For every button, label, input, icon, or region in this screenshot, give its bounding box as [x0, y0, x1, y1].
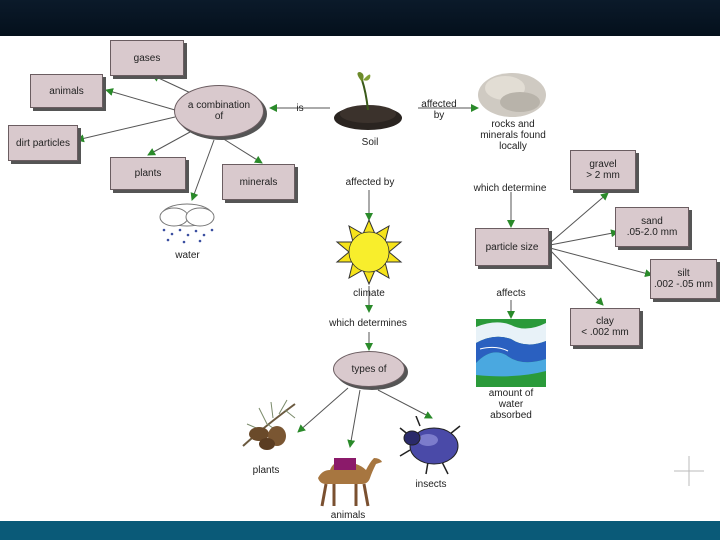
seedling-icon — [334, 72, 402, 130]
node-clay: clay < .002 mm — [570, 308, 640, 346]
label-amount-water: amount of water absorbed — [488, 388, 534, 421]
rock-icon — [478, 73, 546, 117]
node-dirt-particles: dirt particles — [8, 125, 78, 161]
node-sand: sand .05-2.0 mm — [615, 207, 689, 247]
slide-bottom-bar — [0, 521, 720, 540]
cloud-rain-icon — [159, 203, 215, 244]
node-particle-size: particle size — [475, 228, 549, 266]
node-types-of: types of — [333, 351, 405, 387]
node-silt: silt .002 -.05 mm — [650, 259, 717, 299]
sun-icon — [335, 218, 403, 286]
beetle-icon — [399, 416, 461, 475]
label-affects: affects — [496, 288, 526, 299]
node-gases: gases — [110, 40, 184, 76]
node-minerals: minerals — [222, 164, 295, 200]
label-animals-img: animals — [330, 510, 366, 521]
label-is: is — [296, 103, 304, 114]
label-water: water — [175, 250, 200, 261]
node-animals-box: animals — [30, 74, 103, 108]
node-gravel: gravel > 2 mm — [570, 150, 636, 190]
crosshair-icon — [674, 456, 704, 486]
label-affected-by-mid: affected by — [345, 177, 395, 188]
river-landscape-icon — [476, 319, 546, 387]
label-which-determine: which determine — [473, 183, 547, 194]
camel-icon — [318, 458, 382, 507]
label-insects: insects — [415, 479, 447, 490]
label-soil: Soil — [361, 137, 379, 148]
label-climate: climate — [353, 288, 385, 299]
pine-branch-icon — [242, 399, 296, 450]
label-which-determines: which determines — [329, 318, 407, 329]
label-rocks: rocks and minerals found locally — [480, 119, 546, 152]
node-plants-box: plants — [110, 157, 186, 190]
label-affected-by-top: affected by — [421, 99, 457, 121]
slide-top-bar — [0, 0, 720, 36]
label-plants-img: plants — [252, 465, 280, 476]
node-combination-of: a combination of — [174, 85, 264, 137]
